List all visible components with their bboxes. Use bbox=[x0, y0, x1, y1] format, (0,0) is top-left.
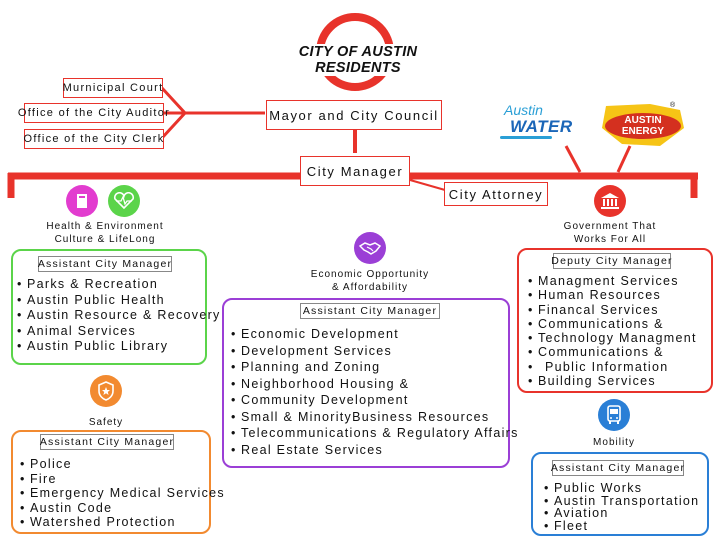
list-item: Aviation bbox=[544, 507, 699, 520]
health-section-header: Assistant City Manager bbox=[37, 256, 173, 272]
mobility-services-list: Public Works Austin Transportation Aviat… bbox=[544, 482, 699, 532]
austin-energy-logo: AUSTIN ENERGY ® bbox=[600, 102, 686, 146]
energy-line bbox=[616, 145, 632, 173]
list-item: Communications & bbox=[528, 317, 697, 332]
list-item: Fleet bbox=[544, 519, 699, 533]
list-item: Human Resources bbox=[528, 288, 697, 303]
list-item: Telecommunications & Regulatory Affairs bbox=[231, 425, 519, 442]
list-item: Austin Code bbox=[20, 501, 225, 516]
safety-services-list: Police Fire Emergency Medical Services A… bbox=[20, 457, 225, 530]
mobility-section-header: Assistant City Manager bbox=[550, 460, 686, 476]
list-item: Austin Resource & Recovery bbox=[17, 308, 221, 324]
list-item: Neighborhood Housing & bbox=[231, 376, 519, 393]
list-item: Development Services bbox=[231, 343, 519, 360]
water-wave bbox=[500, 136, 552, 139]
bus-icon bbox=[598, 399, 630, 431]
government-category-line2: Works For All bbox=[573, 234, 647, 245]
heartbeat-icon bbox=[108, 185, 140, 217]
safety-category: Safety bbox=[88, 417, 124, 428]
austin-water-logo: Austin WATER bbox=[500, 102, 572, 144]
municipal-court-box: Murnicipal Court bbox=[63, 78, 163, 98]
list-item: Animal Services bbox=[17, 324, 221, 340]
list-item: Austin Transportation bbox=[544, 494, 699, 508]
economic-section-header: Assistant City Manager bbox=[300, 303, 440, 319]
economic-category-line1: Economic Opportunity bbox=[310, 269, 430, 280]
police-badge-icon bbox=[90, 375, 122, 407]
water-logo-bottom: WATER bbox=[510, 117, 573, 136]
list-item: Building Services bbox=[528, 374, 697, 389]
city-auditor-box: Office of the City Auditor bbox=[18, 103, 169, 123]
health-services-list: Parks & Recreation Austin Public Health … bbox=[17, 277, 221, 355]
list-item: Austin Public Health bbox=[17, 293, 221, 309]
list-item-continued: Public Information bbox=[528, 360, 697, 375]
economic-services-list: Economic Development Development Service… bbox=[231, 326, 519, 458]
list-item-continued: Technology Managment bbox=[528, 331, 697, 346]
list-item: Parks & Recreation bbox=[17, 277, 221, 293]
list-item: Emergency Medical Services bbox=[20, 486, 225, 501]
energy-logo-top: AUSTIN bbox=[624, 115, 662, 126]
list-item: Austin Public Library bbox=[17, 339, 221, 355]
list-item: Planning and Zoning bbox=[231, 359, 519, 376]
government-section-header: Deputy City Manager bbox=[551, 253, 673, 269]
health-category-line2: Culture & LifeLong bbox=[54, 234, 156, 245]
safety-section-header: Assistant City Manager bbox=[39, 434, 175, 450]
city-clerk-box: Office of the City Clerk bbox=[23, 129, 164, 149]
list-item: Public Works bbox=[544, 482, 699, 495]
mayor-council-box: Mayor and City Council bbox=[266, 100, 442, 130]
list-item: Communications & bbox=[528, 345, 697, 360]
energy-logo-bottom: ENERGY bbox=[621, 126, 665, 137]
energy-bolt-icon bbox=[602, 104, 684, 146]
list-item: Small & MinorityBusiness Resources bbox=[231, 409, 519, 426]
water-logo-top: Austin bbox=[504, 102, 543, 118]
government-building-icon bbox=[594, 185, 626, 217]
list-item: Managment Services bbox=[528, 274, 697, 289]
list-item: Real Estate Services bbox=[231, 442, 519, 459]
book-icon bbox=[66, 185, 98, 217]
handshake-icon bbox=[354, 232, 386, 264]
list-item: Financal Services bbox=[528, 303, 697, 318]
energy-registered-mark: ® bbox=[670, 102, 676, 109]
city-attorney-box: City Attorney bbox=[444, 182, 548, 206]
list-item: Police bbox=[20, 457, 225, 472]
manager-to-attorney-line bbox=[409, 179, 446, 191]
health-category-line1: Health & Environment bbox=[46, 221, 164, 232]
water-line bbox=[564, 145, 582, 173]
mobility-category: Mobility bbox=[593, 437, 635, 448]
list-item-continued: Community Development bbox=[231, 392, 519, 409]
list-item: Economic Development bbox=[231, 326, 519, 343]
list-item: Fire bbox=[20, 472, 225, 487]
list-item: Watershed Protection bbox=[20, 515, 225, 530]
government-services-list: Managment Services Human Resources Finan… bbox=[528, 274, 697, 389]
city-manager-box: City Manager bbox=[300, 156, 410, 186]
economic-category-line2: & Affordability bbox=[332, 282, 408, 293]
page-title: CITY OF AUSTIN RESIDENTS bbox=[262, 44, 454, 76]
government-category-line1: Government That bbox=[563, 221, 657, 232]
